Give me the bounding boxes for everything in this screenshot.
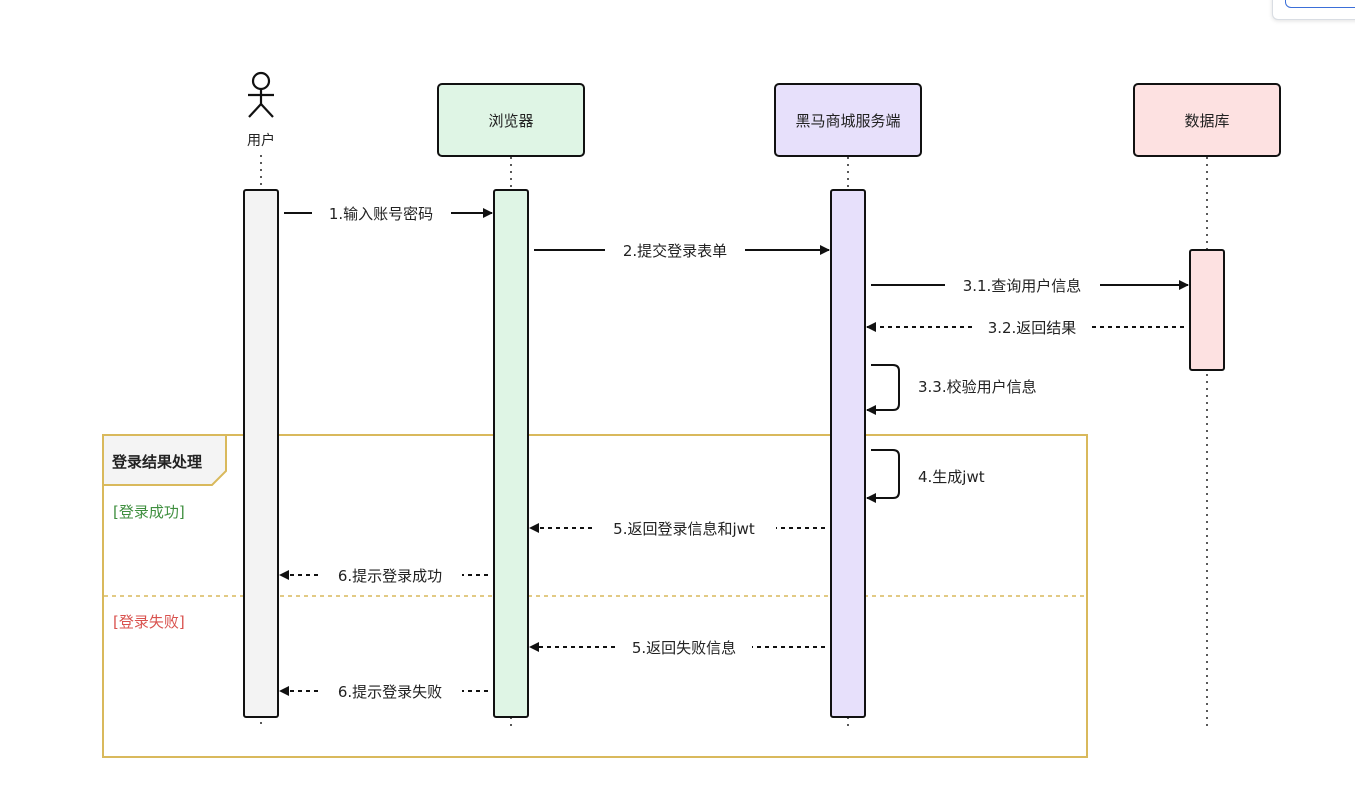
stick-figure-icon — [248, 71, 274, 118]
message-5-success-label: 5.返回登录信息和jwt — [613, 520, 755, 538]
fragment-title: 登录结果处理 — [111, 453, 202, 471]
message-1: 1.输入账号密码 — [284, 205, 493, 223]
server-activation-bar — [830, 189, 866, 718]
actor-user-label: 用户 — [247, 132, 275, 149]
message-6-fail-label: 6.提示登录失败 — [338, 683, 442, 701]
fragment-login-result: 登录结果处理 [登录成功] [登录失败] — [102, 434, 1088, 758]
participant-database[interactable]: 数据库 — [1133, 83, 1281, 157]
message-5-fail-label: 5.返回失败信息 — [632, 639, 736, 657]
fragment-frame — [102, 434, 1088, 758]
message-1-label: 1.输入账号密码 — [329, 205, 433, 223]
participant-server[interactable]: 黑马商城服务端 — [774, 83, 922, 157]
participant-database-label: 数据库 — [1184, 112, 1229, 130]
participant-server-label: 黑马商城服务端 — [795, 112, 900, 130]
message-6-success-label: 6.提示登录成功 — [338, 567, 442, 585]
actor-user[interactable]: 用户 — [247, 71, 275, 149]
participant-browser[interactable]: 浏览器 — [437, 83, 585, 157]
message-3-3: 3.3.校验用户信息 — [866, 364, 1037, 415]
message-6-success: 6.提示登录成功 — [279, 567, 488, 585]
corner-widget-button[interactable] — [1285, 0, 1355, 8]
message-3-1: 3.1.查询用户信息 — [871, 277, 1189, 295]
message-5-fail: 5.返回失败信息 — [529, 639, 825, 657]
participant-browser-label: 浏览器 — [488, 112, 533, 130]
fragment-guard-success: [登录成功] — [113, 503, 185, 521]
message-2: 2.提交登录表单 — [534, 242, 830, 260]
message-3-1-label: 3.1.查询用户信息 — [963, 277, 1082, 295]
browser-activation-bar — [493, 189, 529, 718]
user-activation-bar — [243, 189, 279, 718]
fragment-guard-fail: [登录失败] — [113, 613, 185, 631]
message-6-fail: 6.提示登录失败 — [279, 683, 488, 701]
fragment-title-tab — [102, 434, 227, 486]
message-3-2: 3.2.返回结果 — [866, 319, 1184, 337]
corner-floating-widget[interactable] — [1272, 0, 1355, 20]
message-2-label: 2.提交登录表单 — [623, 242, 727, 260]
message-5-success: 5.返回登录信息和jwt — [529, 520, 825, 538]
message-3-3-label: 3.3.校验用户信息 — [918, 378, 1037, 396]
message-3-2-label: 3.2.返回结果 — [988, 319, 1077, 337]
message-4-label: 4.生成jwt — [918, 468, 985, 486]
message-4: 4.生成jwt — [866, 449, 985, 503]
database-activation-bar — [1189, 249, 1225, 371]
